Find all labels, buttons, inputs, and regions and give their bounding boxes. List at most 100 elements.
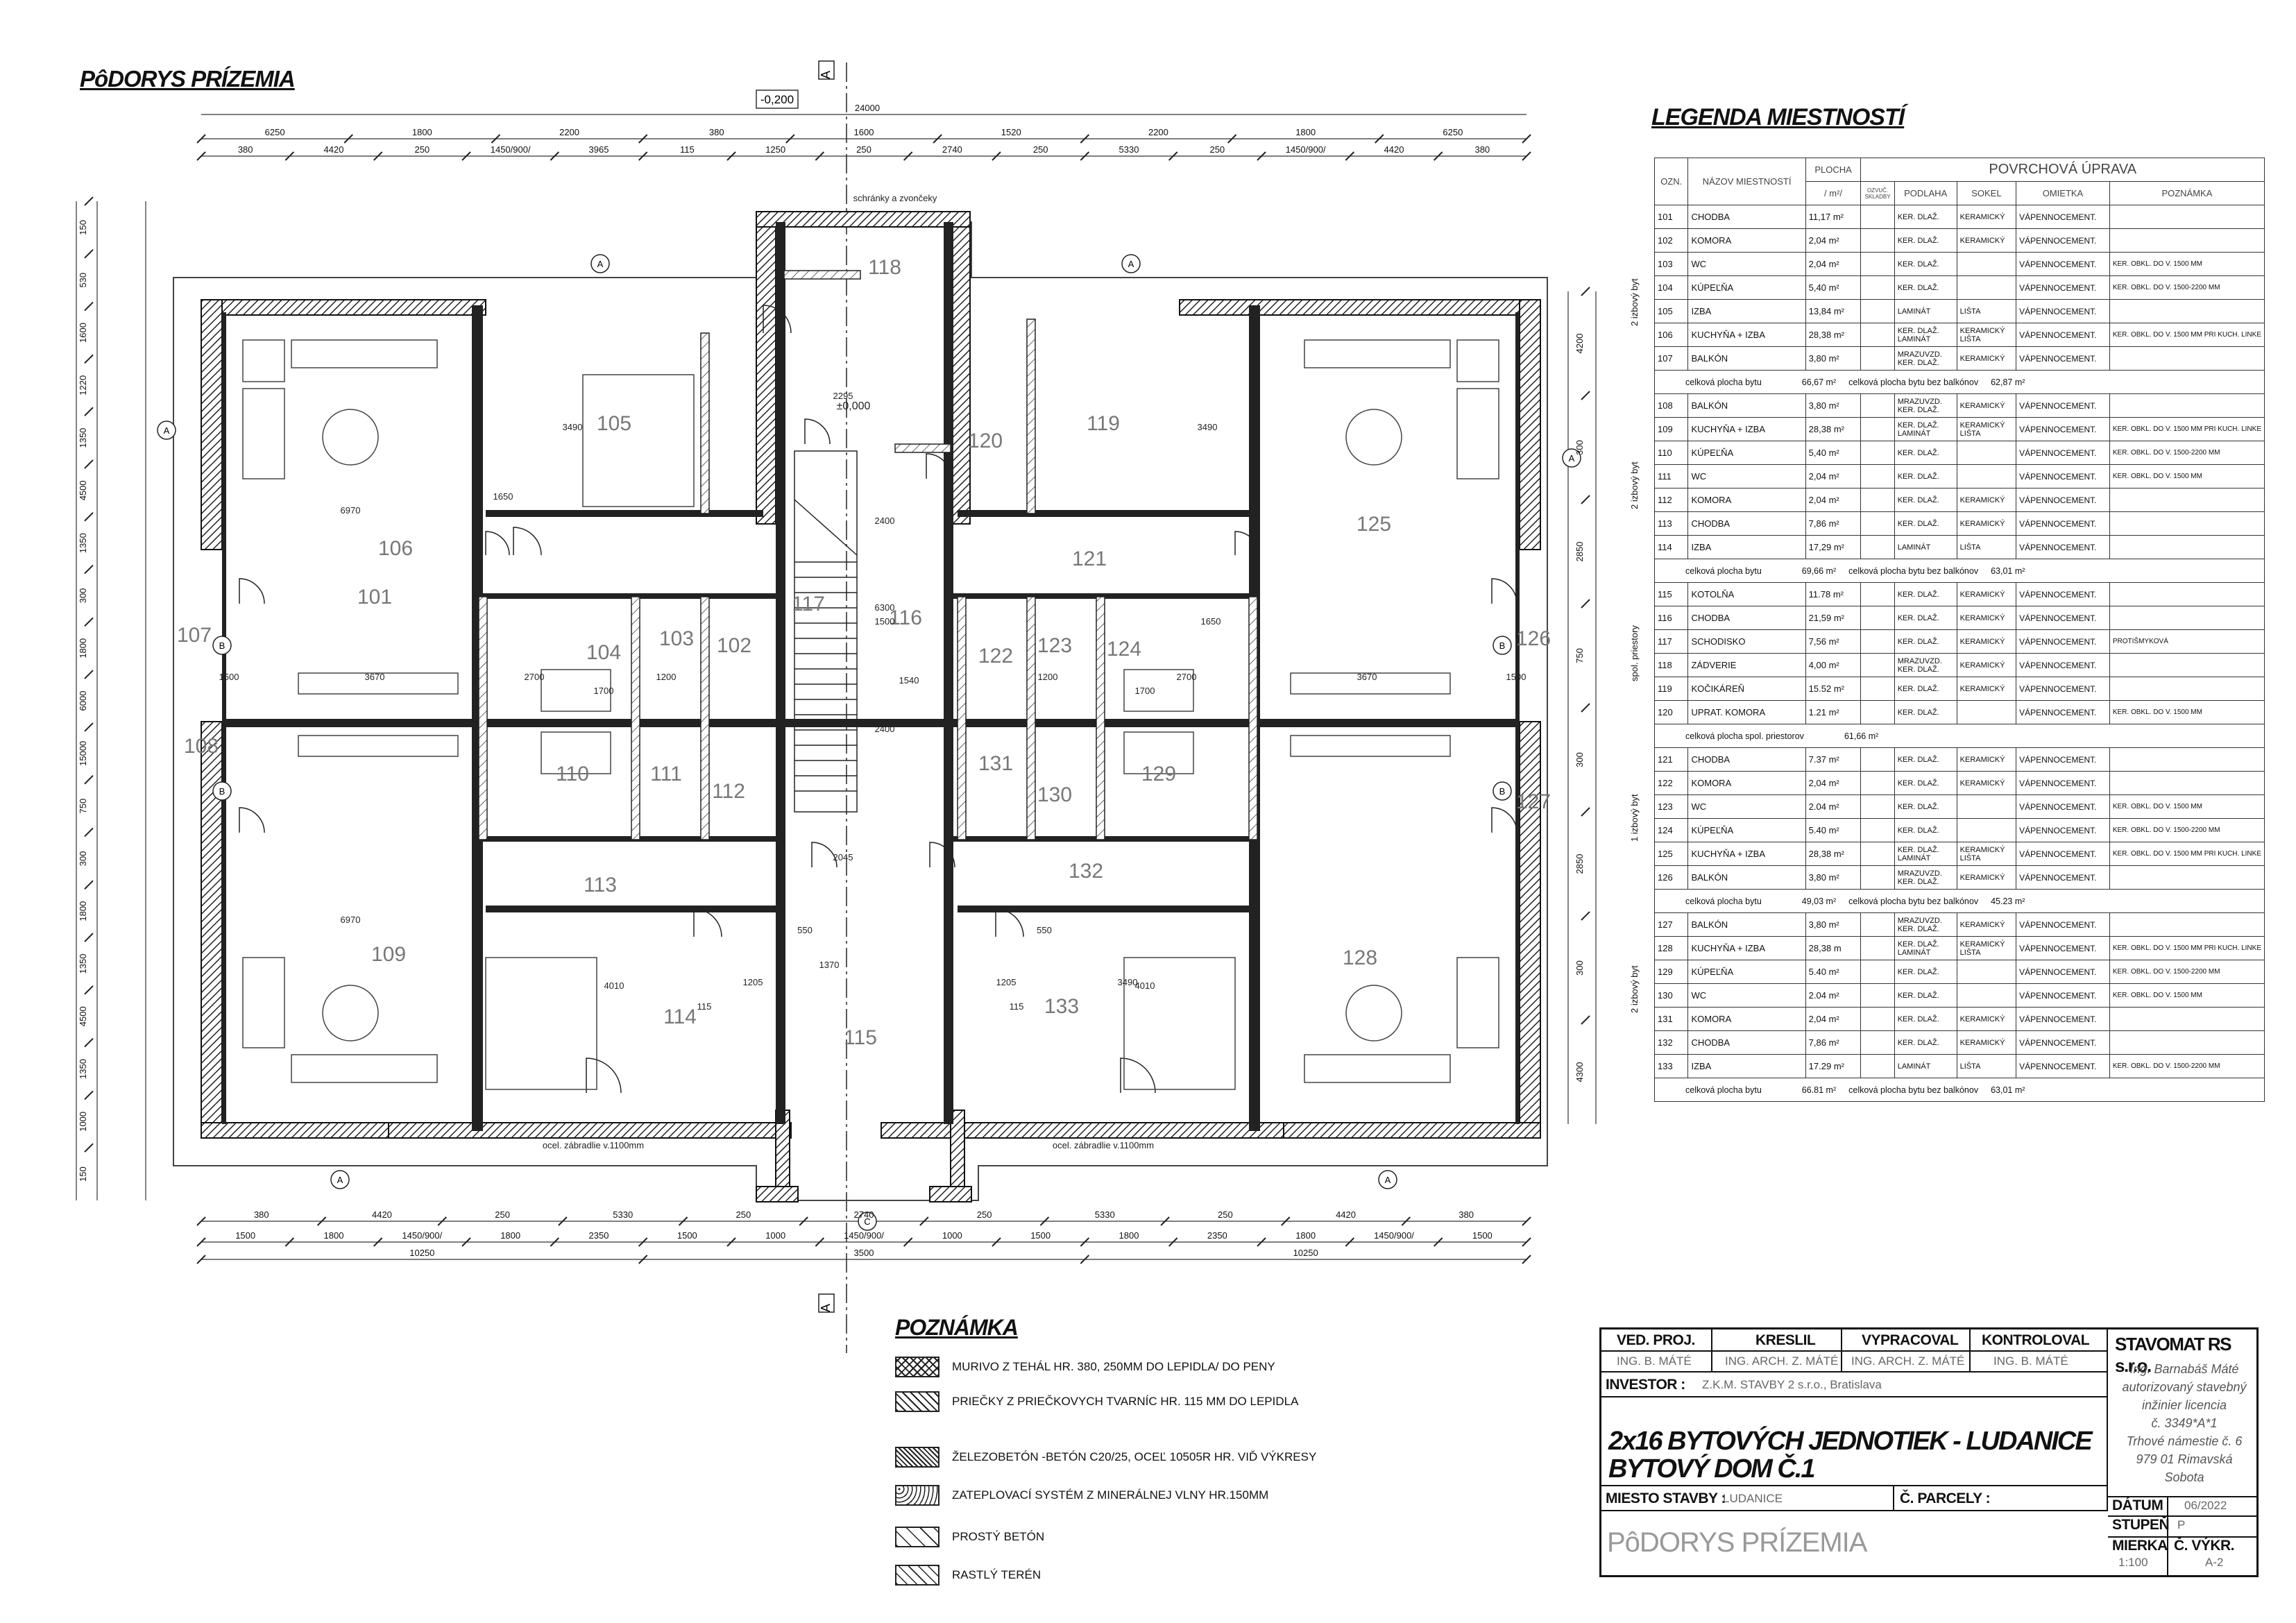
dimension-text: 2350	[1207, 1230, 1227, 1241]
cell-nazov: CHODBA	[1687, 511, 1806, 536]
col-omietka: OMIETKA	[2016, 181, 2110, 205]
dimension-tick	[84, 1037, 94, 1048]
dimension-tick	[1168, 1237, 1178, 1247]
company-line: Trhové námestie č. 6	[2126, 1434, 2243, 1448]
cell-omietka: VÁPENNOCEMENT.	[2016, 629, 2110, 654]
cell-omietka: VÁPENNOCEMENT.	[2016, 983, 2110, 1008]
dimension-text: 380	[238, 144, 253, 155]
door-swing	[239, 807, 265, 833]
dimension-text: 250	[856, 144, 871, 155]
cell-omietka: VÁPENNOCEMENT.	[2016, 441, 2110, 465]
legend-summary-part: celková plocha bytu bez balkónov	[1848, 566, 1979, 576]
cell-omietka: VÁPENNOCEMENT.	[2016, 252, 2110, 276]
cell-ozn: 106	[1653, 323, 1689, 347]
cell-sokel: LIŠTA	[1956, 535, 2017, 559]
cell-poznamka: KER. OBKL. DO V. 1500-2200 MM	[2109, 960, 2265, 984]
plan-annotation: ocel. zábradlie v.1100mm	[1053, 1140, 1154, 1150]
legend-summary-part: 66.81 m²	[1801, 1085, 1837, 1095]
cell-ozvuc	[1860, 960, 1895, 984]
cell-sokel: KERAMICKÝ	[1956, 511, 2017, 536]
dimension-text: 750	[78, 799, 88, 814]
cell-omietka: VÁPENNOCEMENT.	[2016, 299, 2110, 323]
cell-plocha: 5,40 m²	[1805, 441, 1862, 465]
cell-plocha: 11.78 m²	[1805, 582, 1862, 606]
cell-plocha: 13,84 m²	[1805, 299, 1862, 323]
dimension-tick	[815, 1237, 825, 1247]
room-label-102: 102	[717, 634, 751, 657]
cell-omietka: VÁPENNOCEMENT.	[2016, 842, 2110, 866]
tb-ved-proj: VED. PROJ.	[1617, 1332, 1695, 1348]
dimension-tick	[316, 1216, 327, 1226]
cell-omietka: VÁPENNOCEMENT.	[2016, 653, 2110, 677]
cell-omietka: VÁPENNOCEMENT.	[2016, 488, 2110, 512]
cell-omietka: VÁPENNOCEMENT.	[2016, 912, 2110, 937]
plan-annotation: 1700	[1135, 686, 1155, 696]
cell-omietka: VÁPENNOCEMENT.	[2016, 794, 2110, 819]
tb-vypracoval-val: ING. ARCH. Z. MÁTÉ	[1851, 1354, 1965, 1368]
cell-plocha: 28,38 m²	[1805, 323, 1862, 347]
tb-investor: Z.K.M. STAVBY 2 s.r.o., Bratislava	[1702, 1378, 1882, 1391]
cell-ozvuc	[1860, 936, 1895, 960]
dimension-tick	[1522, 1237, 1531, 1247]
dimension-text: 1450/900/	[844, 1230, 884, 1241]
plan-annotation: 2295	[833, 391, 853, 401]
note-item: RASTLÝ TERÉN	[895, 1565, 1041, 1586]
cell-plocha: 7,56 m²	[1805, 629, 1862, 654]
axis-marker-b: B	[212, 636, 232, 655]
dimension-tick	[1160, 1216, 1170, 1226]
plan-annotation: 1650	[1201, 616, 1221, 627]
cell-ozvuc	[1860, 488, 1895, 512]
dimension-text: 1350	[78, 1059, 88, 1079]
axis-marker-a: A	[157, 420, 176, 440]
cell-poznamka	[2109, 346, 2265, 371]
room-label-113: 113	[584, 874, 617, 897]
dimension-text: 2350	[589, 1230, 609, 1241]
plan-annotation: 1700	[594, 686, 614, 696]
cell-plocha: 28,38 m	[1805, 936, 1862, 960]
legend-summary-part: 49,03 m²	[1801, 896, 1837, 906]
dimension-text: 6000	[78, 691, 88, 711]
cell-omietka: VÁPENNOCEMENT.	[2016, 677, 2110, 701]
svg-text:A: A	[164, 425, 170, 436]
dimension-text: 1450/900/	[1286, 144, 1326, 155]
dimension-tick	[799, 1216, 808, 1226]
cell-plocha: 2,04 m²	[1805, 228, 1862, 253]
tb-project-line2: BYTOVÝ DOM Č.1	[1608, 1454, 1815, 1484]
cell-nazov: KÚPEĽŇA	[1687, 960, 1806, 984]
tb-ved-proj-val: ING. B. MÁTÉ	[1617, 1354, 1692, 1368]
cell-nazov: KOMORA	[1687, 771, 1806, 795]
dimension-text: 6250	[1443, 127, 1463, 137]
svg-text:A: A	[337, 1175, 343, 1185]
tb-vypracoval: VYPRACOVAL	[1862, 1332, 1959, 1348]
dimension-text: 1350	[78, 428, 88, 448]
dimension-tick	[437, 1216, 447, 1226]
cell-poznamka	[2109, 299, 2265, 323]
cell-ozn: 123	[1653, 794, 1689, 819]
plan-annotation: 3670	[1357, 672, 1377, 682]
cell-sokel	[1956, 818, 2017, 842]
dimension-text: 1800	[324, 1230, 344, 1241]
axis-marker-b: B	[212, 781, 232, 801]
room-label-110: 110	[556, 763, 589, 785]
dimension-tick	[550, 151, 560, 161]
dimension-tick	[1581, 495, 1590, 504]
cell-ozn: 104	[1653, 275, 1689, 300]
legend-summary-part: 62,87 m²	[1991, 377, 2025, 387]
dimension-text: 300	[1574, 752, 1585, 767]
tb-cvykr: A-2	[2205, 1556, 2224, 1569]
dimension-text: 1450/900/	[491, 144, 531, 155]
room-legend-table: OZN. NÁZOV MIESTNOSTÍ PLOCHA POVRCHOVÁ Ú…	[1653, 158, 2265, 1102]
cell-podlaha: KER. DLAŽ.	[1894, 1007, 1957, 1031]
cell-podlaha: KER. DLAŽ.	[1894, 228, 1957, 253]
